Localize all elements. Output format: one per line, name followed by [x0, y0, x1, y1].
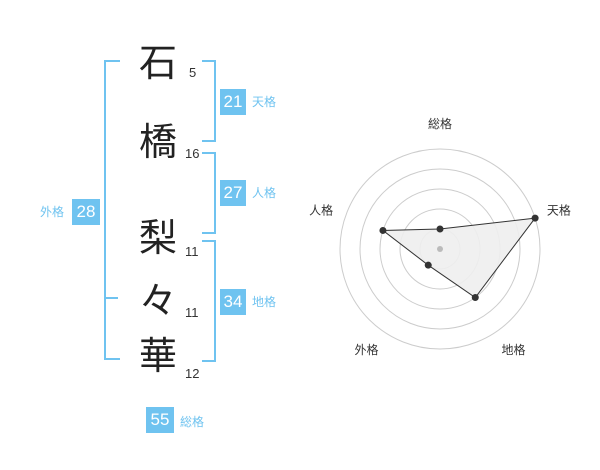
radar-grid-ring [359, 168, 521, 330]
radar-point-5 [379, 226, 387, 234]
jinkaku-label: 人格 [252, 186, 277, 200]
gaikaku-split-tick [104, 297, 118, 299]
jinkaku-bracket [202, 152, 216, 234]
chikaku-value-badge: 34 [220, 289, 246, 315]
radar-axis-label-2: 天格 [547, 202, 571, 217]
radar-area [381, 217, 537, 299]
name-char-4: 々 [138, 279, 177, 323]
stroke-count-3: 11 [185, 244, 199, 259]
tenkaku-label: 天格 [252, 95, 277, 109]
radar-grid-ring [339, 148, 541, 350]
radar-axis-label-1: 総格 [428, 116, 452, 131]
soukaku-label: 総格 [180, 415, 205, 429]
radar-center-dot [437, 246, 443, 252]
soukaku-value-badge: 55 [146, 407, 174, 433]
chikaku-label: 地格 [252, 295, 277, 309]
stroke-count-2: 16 [185, 146, 200, 161]
name-char-3: 梨 [138, 216, 177, 260]
radar-axis-label-3: 地格 [501, 342, 525, 357]
radar-axis-label-4: 外格 [355, 342, 379, 357]
gaikaku-value-badge: 28 [72, 199, 100, 225]
gaikaku-label: 外格 [40, 205, 65, 219]
stroke-count-4: 11 [185, 305, 199, 320]
name-char-2: 橋 [138, 120, 177, 164]
stroke-count-5: 12 [185, 366, 200, 381]
tenkaku-bracket [202, 60, 216, 142]
tenkaku-value-badge: 21 [220, 89, 246, 115]
radar-axis-label-5: 人格 [309, 202, 333, 217]
chikaku-bracket [202, 240, 216, 362]
name-char-1: 石 [138, 41, 177, 85]
radar-point-1 [436, 225, 444, 233]
gaikaku-bracket [104, 60, 120, 360]
name-char-5: 華 [138, 334, 177, 378]
radar-point-2 [531, 214, 539, 222]
jinkaku-value-badge: 27 [220, 180, 246, 206]
stroke-count-1: 5 [189, 65, 197, 80]
radar-point-3 [471, 294, 479, 302]
radar-point-4 [424, 261, 432, 269]
